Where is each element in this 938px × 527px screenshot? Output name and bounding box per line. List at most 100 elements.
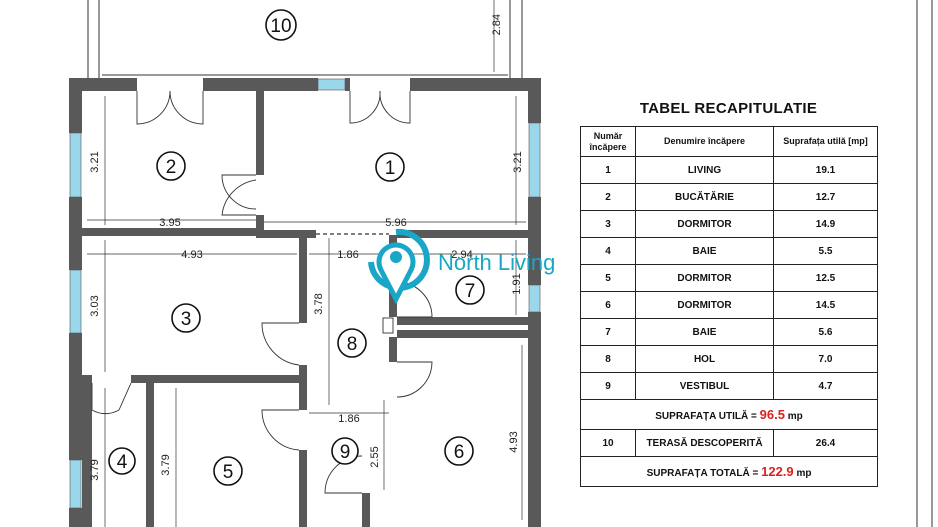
useful-area-cell: SUPRAFAȚA UTILĂ = 96.5 mp	[580, 399, 878, 430]
room-circle	[375, 152, 405, 182]
windows	[69, 78, 541, 509]
cell-area: 12.5	[773, 264, 878, 292]
useful-area-label: SUPRAFAȚA UTILĂ =	[655, 411, 757, 422]
dimension-lines	[87, 0, 526, 527]
cell-name: TERASĂ DESCOPERITĂ	[635, 429, 774, 457]
dim-label: 3.79	[160, 454, 172, 475]
total-area-label: SUPRAFAȚA TOTALĂ =	[646, 468, 759, 479]
header-area: Suprafața utilă [mp]	[773, 126, 878, 157]
room-number: 1	[385, 158, 396, 179]
room-circle	[331, 437, 359, 465]
cell-number: 2	[580, 183, 636, 211]
cell-number: 7	[580, 318, 636, 346]
total-area-cell: SUPRAFAȚA TOTALĂ = 122.9 mp	[580, 456, 878, 487]
cell-name: BAIE	[635, 318, 774, 346]
dim-label: 3.21	[512, 151, 524, 172]
dim-label: 5.96	[385, 217, 406, 229]
room-number: 8	[347, 334, 358, 355]
cell-area: 19.1	[773, 156, 878, 184]
dim-label: 2.55	[369, 446, 381, 467]
cell-name: DORMITOR	[635, 291, 774, 319]
cell-area: 7.0	[773, 345, 878, 373]
summary-table-panel: TABEL RECAPITULATIE Număr încăpere Denum…	[580, 100, 878, 487]
cell-number: 4	[580, 237, 636, 265]
room-number: 10	[270, 16, 291, 37]
cell-area: 5.6	[773, 318, 878, 346]
cell-name: DORMITOR	[635, 264, 774, 292]
cell-name: LIVING	[635, 156, 774, 184]
room-circle	[455, 275, 485, 305]
cell-name: VESTIBUL	[635, 372, 774, 400]
dim-label: 4.93	[508, 431, 520, 452]
cell-number: 10	[580, 429, 636, 457]
terrace-outline	[87, 0, 933, 527]
room-number: 7	[465, 281, 476, 302]
room-circle	[265, 9, 297, 41]
dim-label: 4.93	[181, 249, 202, 261]
room-circle	[337, 328, 367, 358]
dim-label: 3.03	[89, 295, 101, 316]
table-title: TABEL RECAPITULATIE	[639, 100, 818, 117]
total-area-row: SUPRAFAȚA TOTALĂ = 122.9 mp	[580, 456, 878, 487]
room-circle	[444, 436, 474, 466]
cell-number: 3	[580, 210, 636, 238]
cell-area: 4.7	[773, 372, 878, 400]
room-number: 5	[223, 462, 234, 483]
cell-area: 14.5	[773, 291, 878, 319]
cell-number: 8	[580, 345, 636, 373]
useful-area-unit: mp	[787, 411, 803, 422]
room-number: 6	[454, 442, 465, 463]
cell-area: 14.9	[773, 210, 878, 238]
total-area-value: 122.9	[761, 464, 794, 479]
dim-label: 2.94	[451, 249, 472, 261]
useful-area-row: SUPRAFAȚA UTILĂ = 96.5 mp	[580, 399, 878, 430]
room-circle	[108, 447, 136, 475]
header-name: Denumire încăpere	[635, 126, 774, 157]
table-header-row: Număr încăpere Denumire încăpere Suprafa…	[580, 126, 878, 157]
summary-table: Număr încăpere Denumire încăpere Suprafa…	[580, 126, 878, 487]
cell-name: BUCĂTĂRIE	[635, 183, 774, 211]
dim-label: 1.86	[337, 249, 358, 261]
room-number: 3	[181, 309, 192, 330]
cell-area: 26.4	[773, 429, 878, 457]
cell-area: 5.5	[773, 237, 878, 265]
cell-number: 9	[580, 372, 636, 400]
dim-label: 1.86	[338, 413, 359, 425]
room-number: 9	[340, 442, 351, 463]
dim-label: 3.21	[89, 151, 101, 172]
cell-number: 1	[580, 156, 636, 184]
cell-area: 12.7	[773, 183, 878, 211]
room-number: 2	[166, 157, 177, 178]
cell-name: HOL	[635, 345, 774, 373]
walls	[69, 78, 541, 527]
watermark-text: North Living	[438, 250, 555, 275]
cell-number: 5	[580, 264, 636, 292]
dim-label: 3.78	[313, 293, 325, 314]
header-number: Număr încăpere	[580, 126, 636, 157]
dim-label: 3.95	[159, 217, 180, 229]
dim-label: 3.79	[89, 459, 101, 480]
north-living-logo-icon	[368, 228, 430, 305]
useful-area-value: 96.5	[759, 407, 785, 422]
cell-number: 6	[580, 291, 636, 319]
dim-label: 1.91	[511, 273, 523, 294]
room-circle	[171, 303, 201, 333]
total-area-unit: mp	[796, 468, 812, 479]
cell-name: DORMITOR	[635, 210, 774, 238]
room-number: 4	[117, 452, 128, 473]
room-circle	[156, 151, 186, 181]
room-circle	[213, 456, 243, 486]
dim-label: 2.84	[491, 14, 503, 35]
cell-name: BAIE	[635, 237, 774, 265]
